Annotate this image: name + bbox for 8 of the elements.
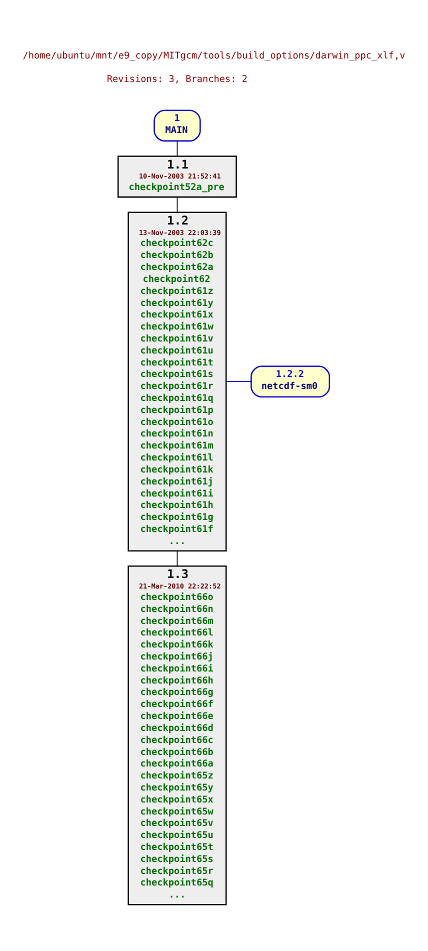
connector bbox=[176, 550, 178, 566]
label: Revisions: 3, Branches: 2 bbox=[106, 74, 248, 85]
connector bbox=[176, 196, 178, 212]
connector bbox=[176, 140, 178, 156]
node-box: 1.2.2 netcdf-sm0 bbox=[250, 365, 330, 398]
connector bbox=[226, 380, 252, 382]
node-box: 1 MAIN bbox=[154, 109, 201, 142]
diagram-title: /home/ubuntu/mnt/e9_copy/MITgcm/tools/build_options/darwin_ppc_xlf,v bbox=[22, 50, 406, 61]
